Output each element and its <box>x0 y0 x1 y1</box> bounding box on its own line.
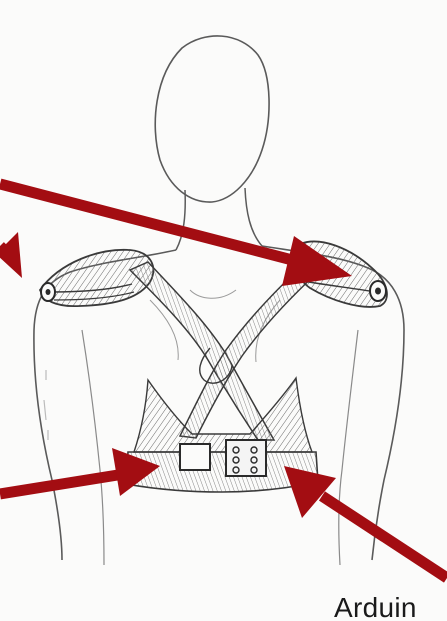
arduino-module <box>226 440 266 476</box>
arrow-to-arduino-module <box>284 466 447 578</box>
arduino-caption: Arduin <box>334 592 417 621</box>
arrow-to-left-shoulder <box>0 232 22 278</box>
head-outline <box>155 36 269 202</box>
left-shoulder-pad <box>40 250 153 306</box>
left-module <box>180 444 210 470</box>
arrow-to-right-shoulder-pad <box>0 184 352 286</box>
sketch-mark <box>44 370 48 440</box>
